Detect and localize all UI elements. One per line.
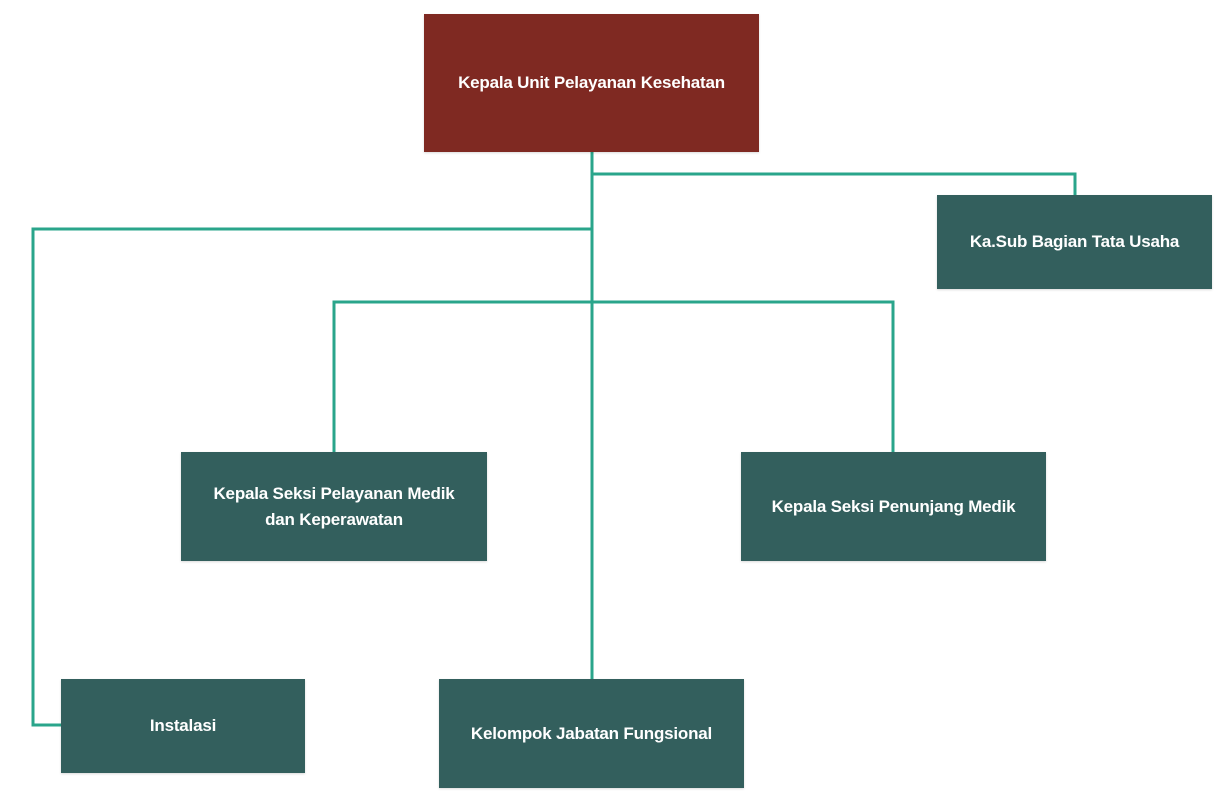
node-kelompok-jabatan-fungsional-label: Kelompok Jabatan Fungsional: [470, 723, 713, 743]
node-seksi-pelayanan-medik-label: Kepala Seksi Pelayanan Medik dan Keperaw…: [213, 483, 455, 529]
node-seksi-penunjang-medik-label: Kepala Seksi Penunjang Medik: [771, 496, 1016, 516]
node-instalasi-label: Instalasi: [149, 716, 217, 735]
connector-seksi: [332, 300, 895, 454]
node-ka-sub-bagian-tata-usaha-label: Ka.Sub Bagian Tata Usaha: [969, 232, 1180, 251]
connector-tata-usaha: [592, 172, 1077, 197]
node-ka-sub-bagian-tata-usaha: Ka.Sub Bagian Tata Usaha: [937, 195, 1212, 289]
node-kepala-unit: Kepala Unit Pelayanan Kesehatan: [424, 14, 759, 152]
node-kelompok-jabatan-fungsional: Kelompok Jabatan Fungsional: [439, 679, 744, 788]
node-seksi-pelayanan-medik: Kepala Seksi Pelayanan Medik dan Keperaw…: [181, 452, 487, 561]
connector-instalasi: [31, 227, 592, 727]
node-seksi-penunjang-medik: Kepala Seksi Penunjang Medik: [741, 452, 1046, 561]
node-kepala-unit-label: Kepala Unit Pelayanan Kesehatan: [458, 73, 725, 92]
node-instalasi: Instalasi: [61, 679, 305, 773]
